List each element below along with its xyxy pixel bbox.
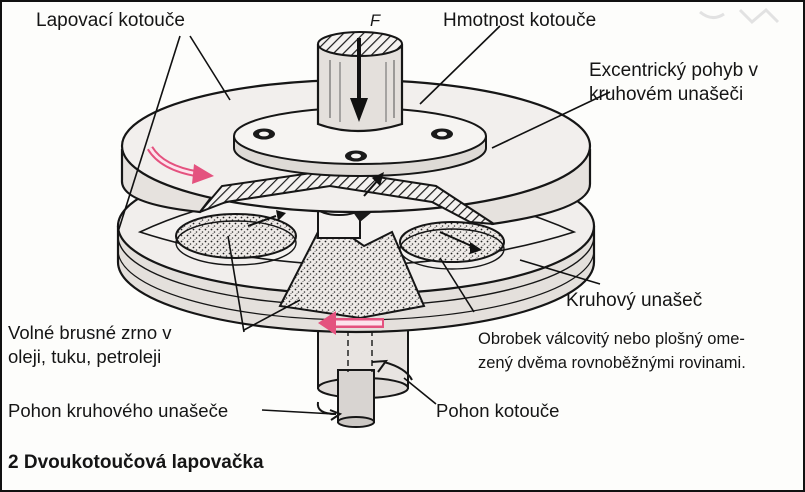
label-carrier-drive: Pohon kruhového unašeče — [8, 400, 229, 421]
leader-lines — [117, 25, 611, 415]
label-eccentric-line2: kruhovém unašeči — [589, 84, 744, 105]
faint-background-marks — [699, 7, 780, 25]
label-disc-mass: Hmotnost kotouče — [443, 10, 597, 31]
label-workpiece-line2: zený dvěma rovnoběžnými rovinami. — [478, 354, 746, 372]
figure-caption: 2 Dvoukotoučová lapovačka — [8, 452, 264, 473]
workpiece-motion-arrows — [247, 172, 482, 254]
force-arrow — [350, 38, 368, 122]
label-disc-drive: Pohon kotouče — [436, 400, 560, 421]
label-force: F — [370, 12, 381, 30]
drive-flange — [233, 31, 487, 177]
rotation-arrows — [146, 146, 384, 335]
label-circular-carrier: Kruhový unašeč — [566, 290, 703, 311]
drive-shafts — [316, 329, 413, 428]
label-lapping-discs: Lapovací kotouče — [36, 10, 185, 31]
label-grain-line2: oleji, tuku, petroleji — [8, 346, 162, 367]
label-workpiece-line1: Obrobek válcovitý nebo plošný ome- — [478, 330, 745, 348]
label-eccentric-line1: Excentrický pohyb v — [589, 60, 758, 81]
workpieces — [175, 213, 505, 320]
label-grain-line1: Volné brusné zrno v — [8, 322, 172, 343]
